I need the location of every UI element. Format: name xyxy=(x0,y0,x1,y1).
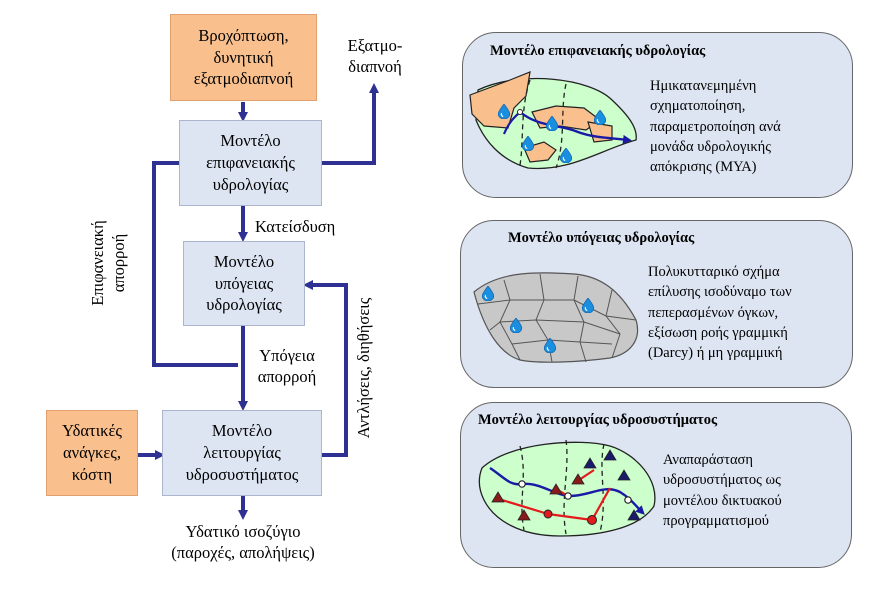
operation-model-box-text: Μοντέλο λειτουργίας υδροσυστήματος xyxy=(185,421,299,484)
subsurface-model-box-text: Μοντέλο υπόγειας υδρολογίας xyxy=(206,251,282,315)
water-demand-box-text: Υδατικές ανάγκες, κόστη xyxy=(62,421,122,484)
arrow-evapotranspiration xyxy=(321,83,379,165)
surface-panel-text: Ημικατανεμημένη σχηματοποίηση, παραμετρο… xyxy=(650,78,781,176)
groundwater-runoff-label: Υπόγεια απορροή xyxy=(257,346,317,387)
surface-basin-illustration xyxy=(469,71,637,170)
surface-panel-title: Μοντέλο επιφανειακής υδρολογίας xyxy=(490,43,706,59)
surface-model-box: Μοντέλο επιφανειακής υδρολογίας xyxy=(179,120,322,206)
subsurface-cells-illustration xyxy=(473,272,639,363)
rainfall-box-text: Βροχόπτωση, δυνητική εξατμοδιαπνοή xyxy=(193,25,294,89)
operation-panel-text: Αναπαράσταση υδροσυστήματος ως μοντέλου … xyxy=(663,452,782,529)
subsurface-panel-title: Μοντέλο υπόγειας υδρολογίας xyxy=(508,230,695,246)
infiltration-label: Κατείσδυση xyxy=(255,217,336,236)
operation-network-illustration xyxy=(478,439,656,537)
operation-model-box: Μοντέλο λειτουργίας υδροσυστήματος xyxy=(162,410,322,496)
rainfall-box: Βροχόπτωση, δυνητική εξατμοδιαπνοή xyxy=(170,14,317,101)
water-demand-box: Υδατικές ανάγκες, κόστη xyxy=(46,410,138,496)
evapotranspiration-label: Εξατμο- διαπνοή xyxy=(347,36,403,77)
subsurface-model-box: Μοντέλο υπόγειας υδρολογίας xyxy=(183,241,305,326)
operation-panel-title: Μοντέλο λειτουργίας υδροσυστήματος xyxy=(478,412,718,428)
arrow-pumping xyxy=(303,280,348,457)
arrow-surface-runoff xyxy=(152,161,238,367)
water-balance-label: Υδατικό ισοζύγιο (παροχές, απολήψεις) xyxy=(171,522,315,563)
surface-model-box-text: Μοντέλο επιφανειακής υδρολογίας xyxy=(206,131,295,194)
subsurface-panel-text: Πολυκυτταρικό σχήμα επίλυσης ισοδύναμο τ… xyxy=(648,264,792,362)
hru-polygon xyxy=(469,71,531,129)
